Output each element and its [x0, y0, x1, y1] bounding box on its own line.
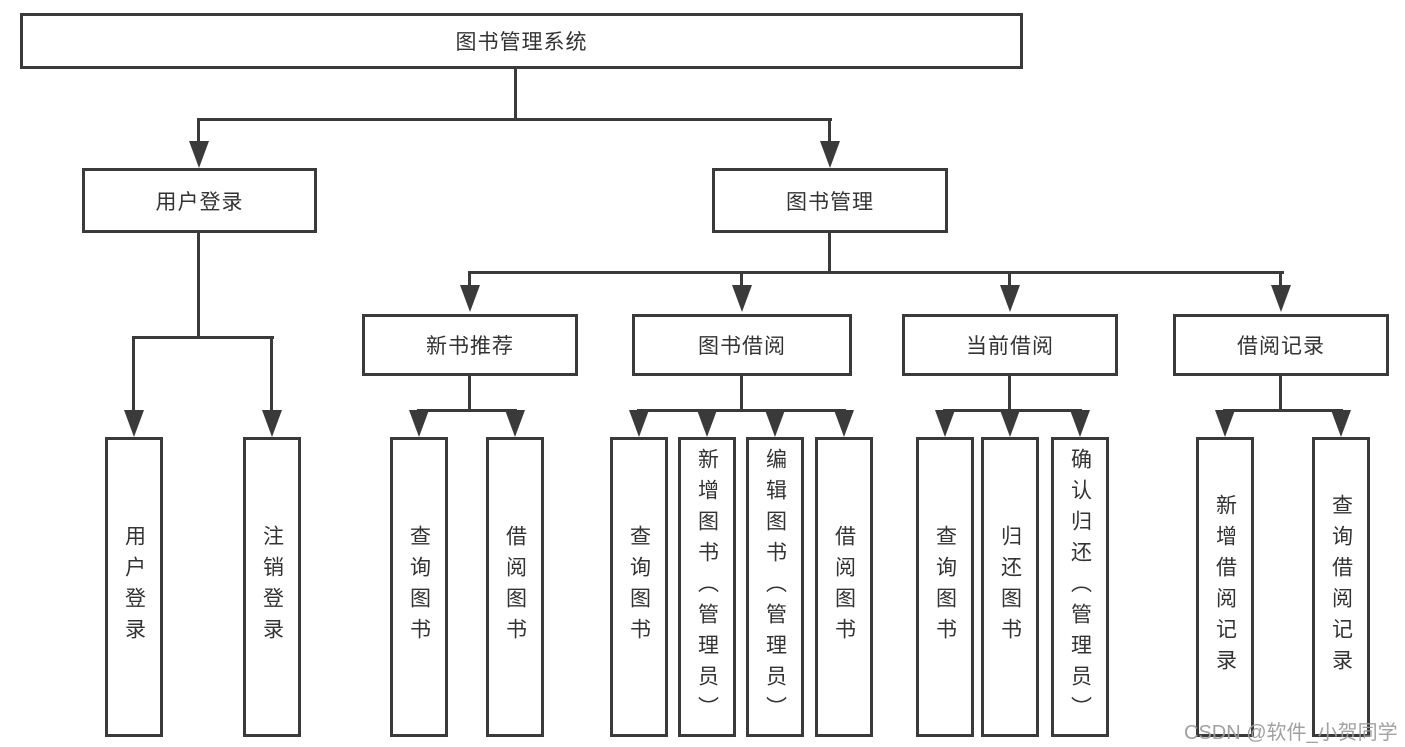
leaf-logout: 注销登录	[243, 437, 301, 737]
connector-line	[197, 233, 200, 338]
connector-line	[828, 233, 831, 274]
csdn-watermark: CSDN @软件_小贺同学	[1184, 722, 1398, 744]
arrow-down-icon	[1271, 285, 1291, 312]
arrow-down-icon	[1000, 410, 1020, 437]
leaf-query-borrowing-record: 查询借阅记录	[1312, 437, 1370, 737]
arrow-down-icon	[1070, 410, 1090, 437]
arrow-down-icon	[765, 410, 785, 437]
connector-line	[514, 69, 517, 120]
connector-line	[1279, 376, 1282, 411]
arrow-down-icon	[697, 410, 717, 437]
node-label: 查询图书	[627, 525, 651, 649]
connector-line	[468, 376, 471, 411]
connector-line	[1279, 271, 1282, 288]
node-label: 用户登录	[122, 525, 146, 649]
leaf-confirm-return-admin: 确认归还（管理员）	[1051, 437, 1109, 737]
node-label: 图书借阅	[698, 335, 786, 358]
arrow-down-icon	[1000, 285, 1020, 312]
connector-line	[197, 118, 200, 144]
arrow-down-icon	[460, 285, 480, 312]
connector-line	[197, 118, 832, 121]
leaf-user-login: 用户登录	[105, 437, 163, 737]
node-label: 新增图书（管理员）	[695, 447, 719, 727]
node-label: 归还图书	[998, 525, 1022, 649]
arrow-down-icon	[935, 410, 955, 437]
node-borrowing-records: 借阅记录	[1173, 314, 1389, 376]
arrow-down-icon	[189, 141, 209, 168]
node-label: 查询图书	[933, 525, 957, 649]
connector-line	[468, 271, 1284, 274]
connector-line	[270, 336, 273, 412]
connector-line	[417, 409, 517, 412]
node-label: 借阅图书	[503, 525, 527, 649]
node-label: 新书推荐	[426, 335, 514, 358]
arrow-down-icon	[834, 410, 854, 437]
arrow-down-icon	[124, 410, 144, 437]
arrow-down-icon	[1331, 410, 1351, 437]
connector-line	[1008, 376, 1011, 411]
node-label: 编辑图书（管理员）	[763, 447, 787, 727]
leaf-query-books-recommend: 查询图书	[390, 437, 448, 737]
node-current-borrowing: 当前借阅	[902, 314, 1118, 376]
leaf-return-book: 归还图书	[981, 437, 1039, 737]
arrow-down-icon	[262, 410, 282, 437]
leaf-add-borrowing-record: 新增借阅记录	[1196, 437, 1254, 737]
node-book-management: 图书管理	[712, 168, 948, 233]
arrow-down-icon	[505, 410, 525, 437]
connector-line	[132, 336, 274, 339]
connector-line	[740, 271, 743, 288]
connector-line	[132, 336, 135, 412]
node-book-borrowing: 图书借阅	[632, 314, 852, 376]
connector-line	[740, 376, 743, 411]
arrow-down-icon	[820, 141, 840, 168]
leaf-add-book-admin: 新增图书（管理员）	[678, 437, 736, 737]
leaf-query-books-borrowing: 查询图书	[610, 437, 668, 737]
node-new-book-recommendation: 新书推荐	[362, 314, 578, 376]
node-label: 借阅记录	[1237, 335, 1325, 358]
leaf-edit-book-admin: 编辑图书（管理员）	[746, 437, 804, 737]
node-label: 确认归还（管理员）	[1068, 447, 1092, 727]
node-label: 图书管理	[786, 190, 874, 214]
connector-line	[1008, 271, 1011, 288]
connector-line	[1223, 409, 1343, 412]
node-label: 新增借阅记录	[1213, 494, 1237, 680]
leaf-borrow-books-borrowing: 借阅图书	[815, 437, 873, 737]
arrow-down-icon	[732, 285, 752, 312]
connector-line	[828, 118, 831, 144]
node-label: 查询借阅记录	[1329, 494, 1353, 680]
node-label: 借阅图书	[832, 525, 856, 649]
node-user-login: 用户登录	[82, 168, 317, 233]
node-label: 查询图书	[407, 525, 431, 649]
connector-line	[468, 271, 471, 288]
leaf-borrow-books-recommend: 借阅图书	[486, 437, 544, 737]
node-label: 注销登录	[260, 525, 284, 649]
arrow-down-icon	[1215, 410, 1235, 437]
leaf-query-books-current: 查询图书	[916, 437, 974, 737]
node-label: 图书管理系统	[455, 31, 588, 54]
arrow-down-icon	[409, 410, 429, 437]
arrow-down-icon	[629, 410, 649, 437]
node-label: 用户登录	[155, 190, 244, 214]
node-label: 当前借阅	[966, 335, 1054, 358]
connector-line	[637, 409, 846, 412]
node-library-management-system: 图书管理系统	[20, 13, 1023, 69]
